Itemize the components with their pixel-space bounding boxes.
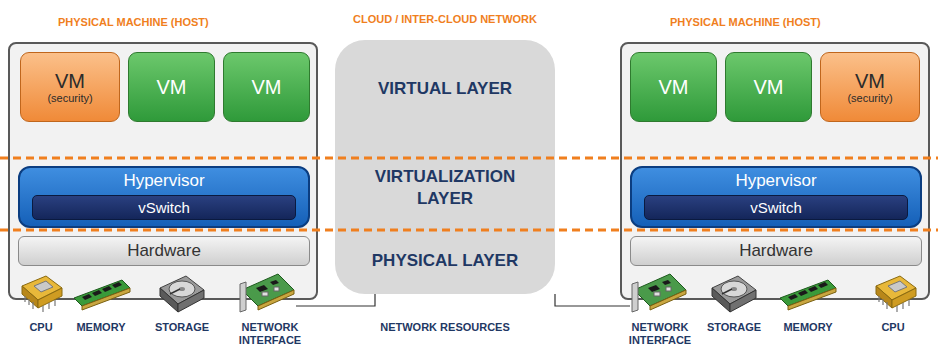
vm-role: (security) [847,92,892,105]
cpu-icon [22,276,62,312]
box-label: Hardware [127,241,201,261]
virtual-machine: VM [223,52,310,122]
component-label: NETWORK INTERFACE [232,321,308,347]
hardware-box: Hardware [630,236,922,266]
component-label: CPU [868,321,918,334]
vm-role: (security) [47,92,92,105]
section-heading: PHYSICAL MACHINE (HOST) [670,16,821,28]
component-label: NETWORK RESOURCES [360,321,530,334]
box-label: Hardware [739,241,813,261]
layer-name: PHYSICAL LAYER [335,250,555,272]
component-label: MEMORY [70,321,132,334]
box-label: VM [55,70,85,92]
security-vm: VM(security) [820,52,920,122]
memory-icon [780,280,836,310]
component-label: STORAGE [702,321,766,334]
host-machine: PHYSICAL MACHINE (HOST)VMVMVM(security)H… [620,42,930,300]
box-label: Hypervisor [123,171,204,191]
component-label: STORAGE [150,321,214,334]
virtual-machine: VM [725,52,812,122]
storage-icon [160,276,204,312]
box-label: VM [754,76,784,99]
network-card-icon [632,274,686,312]
box-label: vSwitch [138,199,190,216]
layer-name: VIRTUALIZATION LAYER [335,166,555,210]
box-label: VM [659,76,689,99]
box-label: Hypervisor [735,171,816,191]
component-label: NETWORK INTERFACE [622,321,698,347]
component-label: MEMORY [776,321,840,334]
virtual-machine: VM [630,52,717,122]
component-label: CPU [16,321,66,334]
section-heading: CLOUD / INTER-CLOUD NETWORK [295,12,595,26]
dashed-layer-lines [0,158,938,230]
hypervisor-box: Hypervisor vSwitch [630,166,922,228]
memory-icon [74,280,130,310]
network-wire [296,294,630,306]
hypervisor-box: Hypervisor vSwitch [18,166,310,228]
virtual-machine: VM [128,52,215,122]
security-vm: VM(security) [20,52,120,122]
box-label: vSwitch [750,199,802,216]
storage-icon [712,276,756,312]
vswitch-box: vSwitch [32,195,296,220]
box-label: VM [855,70,885,92]
network-card-icon [240,274,294,312]
box-label: VM [157,76,187,99]
cpu-icon [876,276,916,312]
vswitch-box: vSwitch [644,195,908,220]
hardware-box: Hardware [18,236,310,266]
layer-name: VIRTUAL LAYER [335,78,555,100]
section-heading: PHYSICAL MACHINE (HOST) [58,16,209,28]
box-label: VM [252,76,282,99]
cloud-network: CLOUD / INTER-CLOUD NETWORKVIRTUAL LAYER… [335,40,555,294]
host-machine: PHYSICAL MACHINE (HOST)VM(security)VMVMH… [8,42,318,300]
